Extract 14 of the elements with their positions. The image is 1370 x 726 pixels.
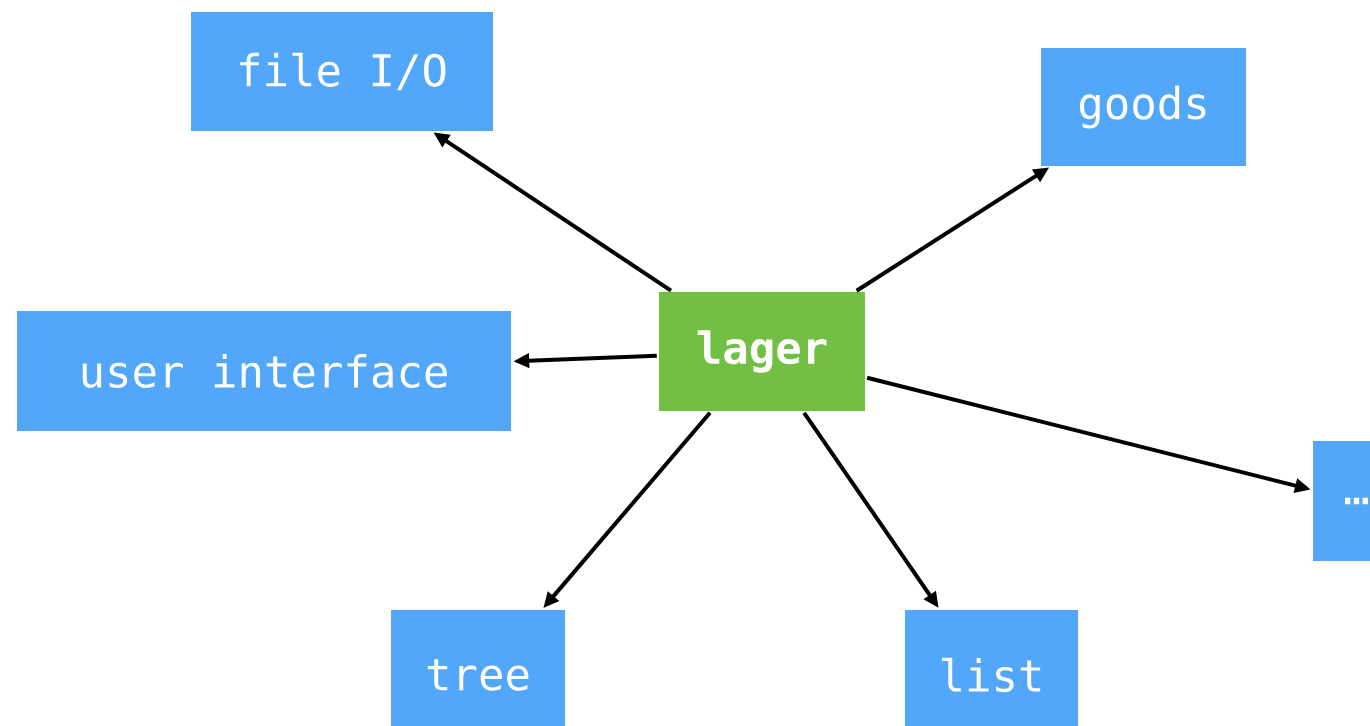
topic-box xyxy=(905,610,1078,726)
topic-box xyxy=(191,12,493,131)
topic-box xyxy=(1313,441,1370,561)
topic-box xyxy=(1041,48,1246,166)
center-box xyxy=(659,292,865,411)
box-label: … xyxy=(1345,497,1368,505)
box-label: list xyxy=(941,657,1041,693)
box-label: tree xyxy=(427,659,529,691)
box-label: goods xyxy=(1079,85,1206,129)
topic-box xyxy=(391,610,565,726)
box-label: user interface xyxy=(82,354,447,389)
box-label: lager xyxy=(697,330,827,373)
topic-box xyxy=(17,311,511,431)
box-label: file I/O xyxy=(240,52,446,91)
